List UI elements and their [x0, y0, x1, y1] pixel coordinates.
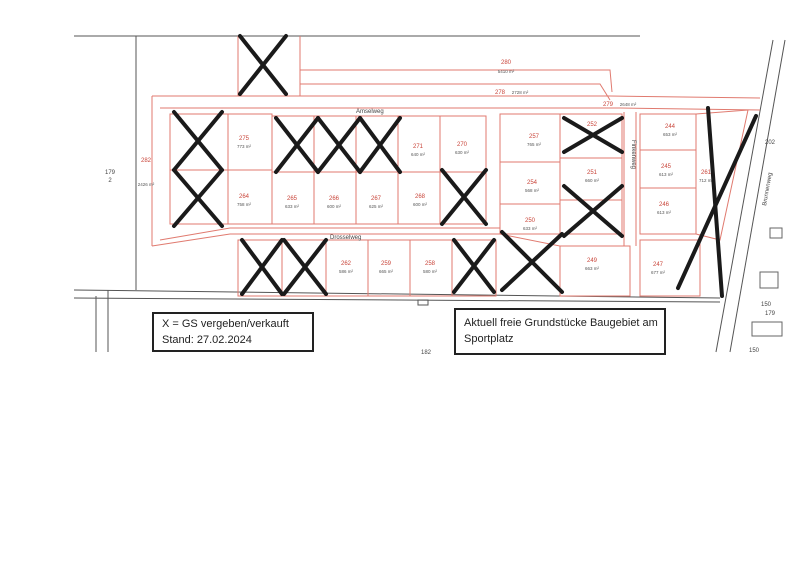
sold-cross — [500, 230, 564, 294]
street-label-finkenweg: Finkenweg — [630, 140, 636, 169]
side-parcel-label: 2 — [108, 178, 112, 184]
parcel-number: 257 — [529, 134, 540, 140]
sold-cross — [282, 238, 328, 296]
parcel-number: 261 — [701, 170, 712, 176]
parcel-area: 765 m² — [527, 142, 542, 147]
parcel-number: 247 — [653, 262, 664, 268]
title-line: Aktuell freie Grundstücke Baugebiet am — [464, 317, 658, 329]
sold-marks — [172, 34, 758, 298]
parcel-number: 245 — [661, 164, 672, 170]
parcel-area: 613 m² — [657, 210, 672, 215]
parcel-area: 586 m² — [339, 269, 354, 274]
legend-box: X = GS vergeben/verkauft Stand: 27.02.20… — [152, 312, 314, 352]
parcel-area: 773 m² — [237, 144, 252, 149]
sold-cross — [274, 116, 320, 174]
legend-line: X = GS vergeben/verkauft — [162, 318, 289, 330]
parcel-number: 246 — [659, 202, 670, 208]
parcel-number: 266 — [329, 196, 340, 202]
parcel-number: 264 — [239, 194, 250, 200]
parcel-number: 258 — [425, 261, 436, 267]
parcel-number: 275 — [239, 136, 250, 142]
parcel-number: 259 — [381, 261, 392, 267]
street-label-amselweg: Amselweg — [356, 109, 384, 115]
parcel-area: 2728 m² — [512, 90, 529, 95]
side-parcel-label: 182 — [421, 350, 432, 356]
side-parcel-label: 150 — [749, 348, 760, 354]
parcel-number: 278 — [495, 90, 506, 96]
parcel-number: 280 — [501, 60, 512, 66]
parcel-area: 613 m² — [659, 172, 674, 177]
sold-cross — [316, 116, 362, 174]
parcel-area: 677 m² — [651, 270, 666, 275]
sold-cross — [562, 116, 624, 154]
parcel-number: 282 — [141, 158, 152, 164]
parcel-area: 633 m² — [285, 204, 300, 209]
sold-cross — [440, 168, 488, 226]
parcel-area: 600 m² — [413, 202, 428, 207]
parcel-number: 268 — [415, 194, 426, 200]
parcel-number: 279 — [603, 102, 614, 108]
parcel-area: 2426 m² — [138, 182, 155, 187]
parcel-number: 249 — [587, 258, 598, 264]
parcel-number: 250 — [525, 218, 536, 224]
parcel-area: 630 m² — [455, 150, 470, 155]
parcel-area: 665 m² — [379, 269, 394, 274]
side-parcel-label: 179 — [105, 170, 116, 176]
parcel-area: 712 m² — [699, 178, 714, 183]
building-footprints — [751, 227, 783, 337]
sold-cross — [358, 116, 402, 174]
parcel-number: 271 — [413, 144, 424, 150]
parcel-number: 254 — [527, 180, 538, 186]
sold-cross — [676, 106, 758, 298]
title-line: Sportplatz — [464, 333, 514, 345]
parcel-area: 5410 m² — [498, 69, 515, 74]
parcel-area: 580 m² — [423, 269, 438, 274]
sold-cross — [172, 110, 224, 172]
parcel-number: 252 — [587, 122, 598, 128]
legend-date: Stand: 27.02.2024 — [162, 334, 252, 346]
parcel-number: 265 — [287, 196, 298, 202]
parcel-area: 2648 m² — [620, 102, 637, 107]
sold-cross — [452, 238, 496, 294]
side-parcel-label: 179 — [765, 311, 776, 317]
parcel-area: 568 m² — [525, 188, 540, 193]
parcel-number: 267 — [371, 196, 382, 202]
parcel-number: 262 — [341, 261, 352, 267]
sold-cross — [172, 168, 224, 228]
parcel-area: 600 m² — [327, 204, 342, 209]
parcel-number: 244 — [665, 124, 676, 130]
map-marker — [417, 299, 429, 306]
parcel-area: 653 m² — [663, 132, 678, 137]
sold-cross — [238, 34, 288, 96]
parcel-area: 640 m² — [411, 152, 426, 157]
street-label-brunnenweg: Brunnenweg — [762, 172, 774, 206]
side-parcel-label: 150 — [761, 302, 772, 308]
parcel-area: 660 m² — [585, 178, 600, 183]
parcel-number: 270 — [457, 142, 468, 148]
sold-cross — [562, 184, 624, 238]
parcel-area: 633 m² — [523, 226, 538, 231]
survey-lines — [73, 35, 786, 353]
side-parcel-label: 202 — [765, 140, 776, 146]
sold-cross — [240, 238, 284, 296]
title-box: Aktuell freie Grundstücke Baugebiet am S… — [454, 308, 666, 355]
parcel-area: 663 m² — [585, 266, 600, 271]
parcel-number: 251 — [587, 170, 598, 176]
street-label-drosselweg: Drosselweg — [330, 235, 361, 241]
parcel-area: 625 m² — [369, 204, 384, 209]
parcel-area: 758 m² — [237, 202, 252, 207]
plan-outline — [151, 36, 761, 297]
